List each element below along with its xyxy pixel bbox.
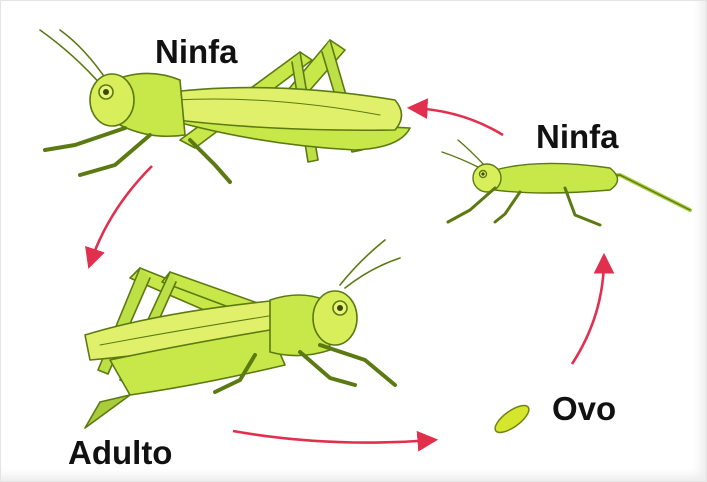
grasshopper-adult [85,240,400,428]
arrow-adult-to-egg [233,431,433,443]
label-adult: Adulto [68,436,172,469]
egg-illustration [491,401,533,437]
label-nymph-top: Ninfa [155,35,238,68]
arrow-nymph-to-nymph [412,108,503,135]
arrow-egg-to-nymph [572,258,604,364]
label-egg: Ovo [552,392,616,425]
arrow-nymph-to-adult [90,166,152,264]
label-nymph-right: Ninfa [536,120,619,153]
